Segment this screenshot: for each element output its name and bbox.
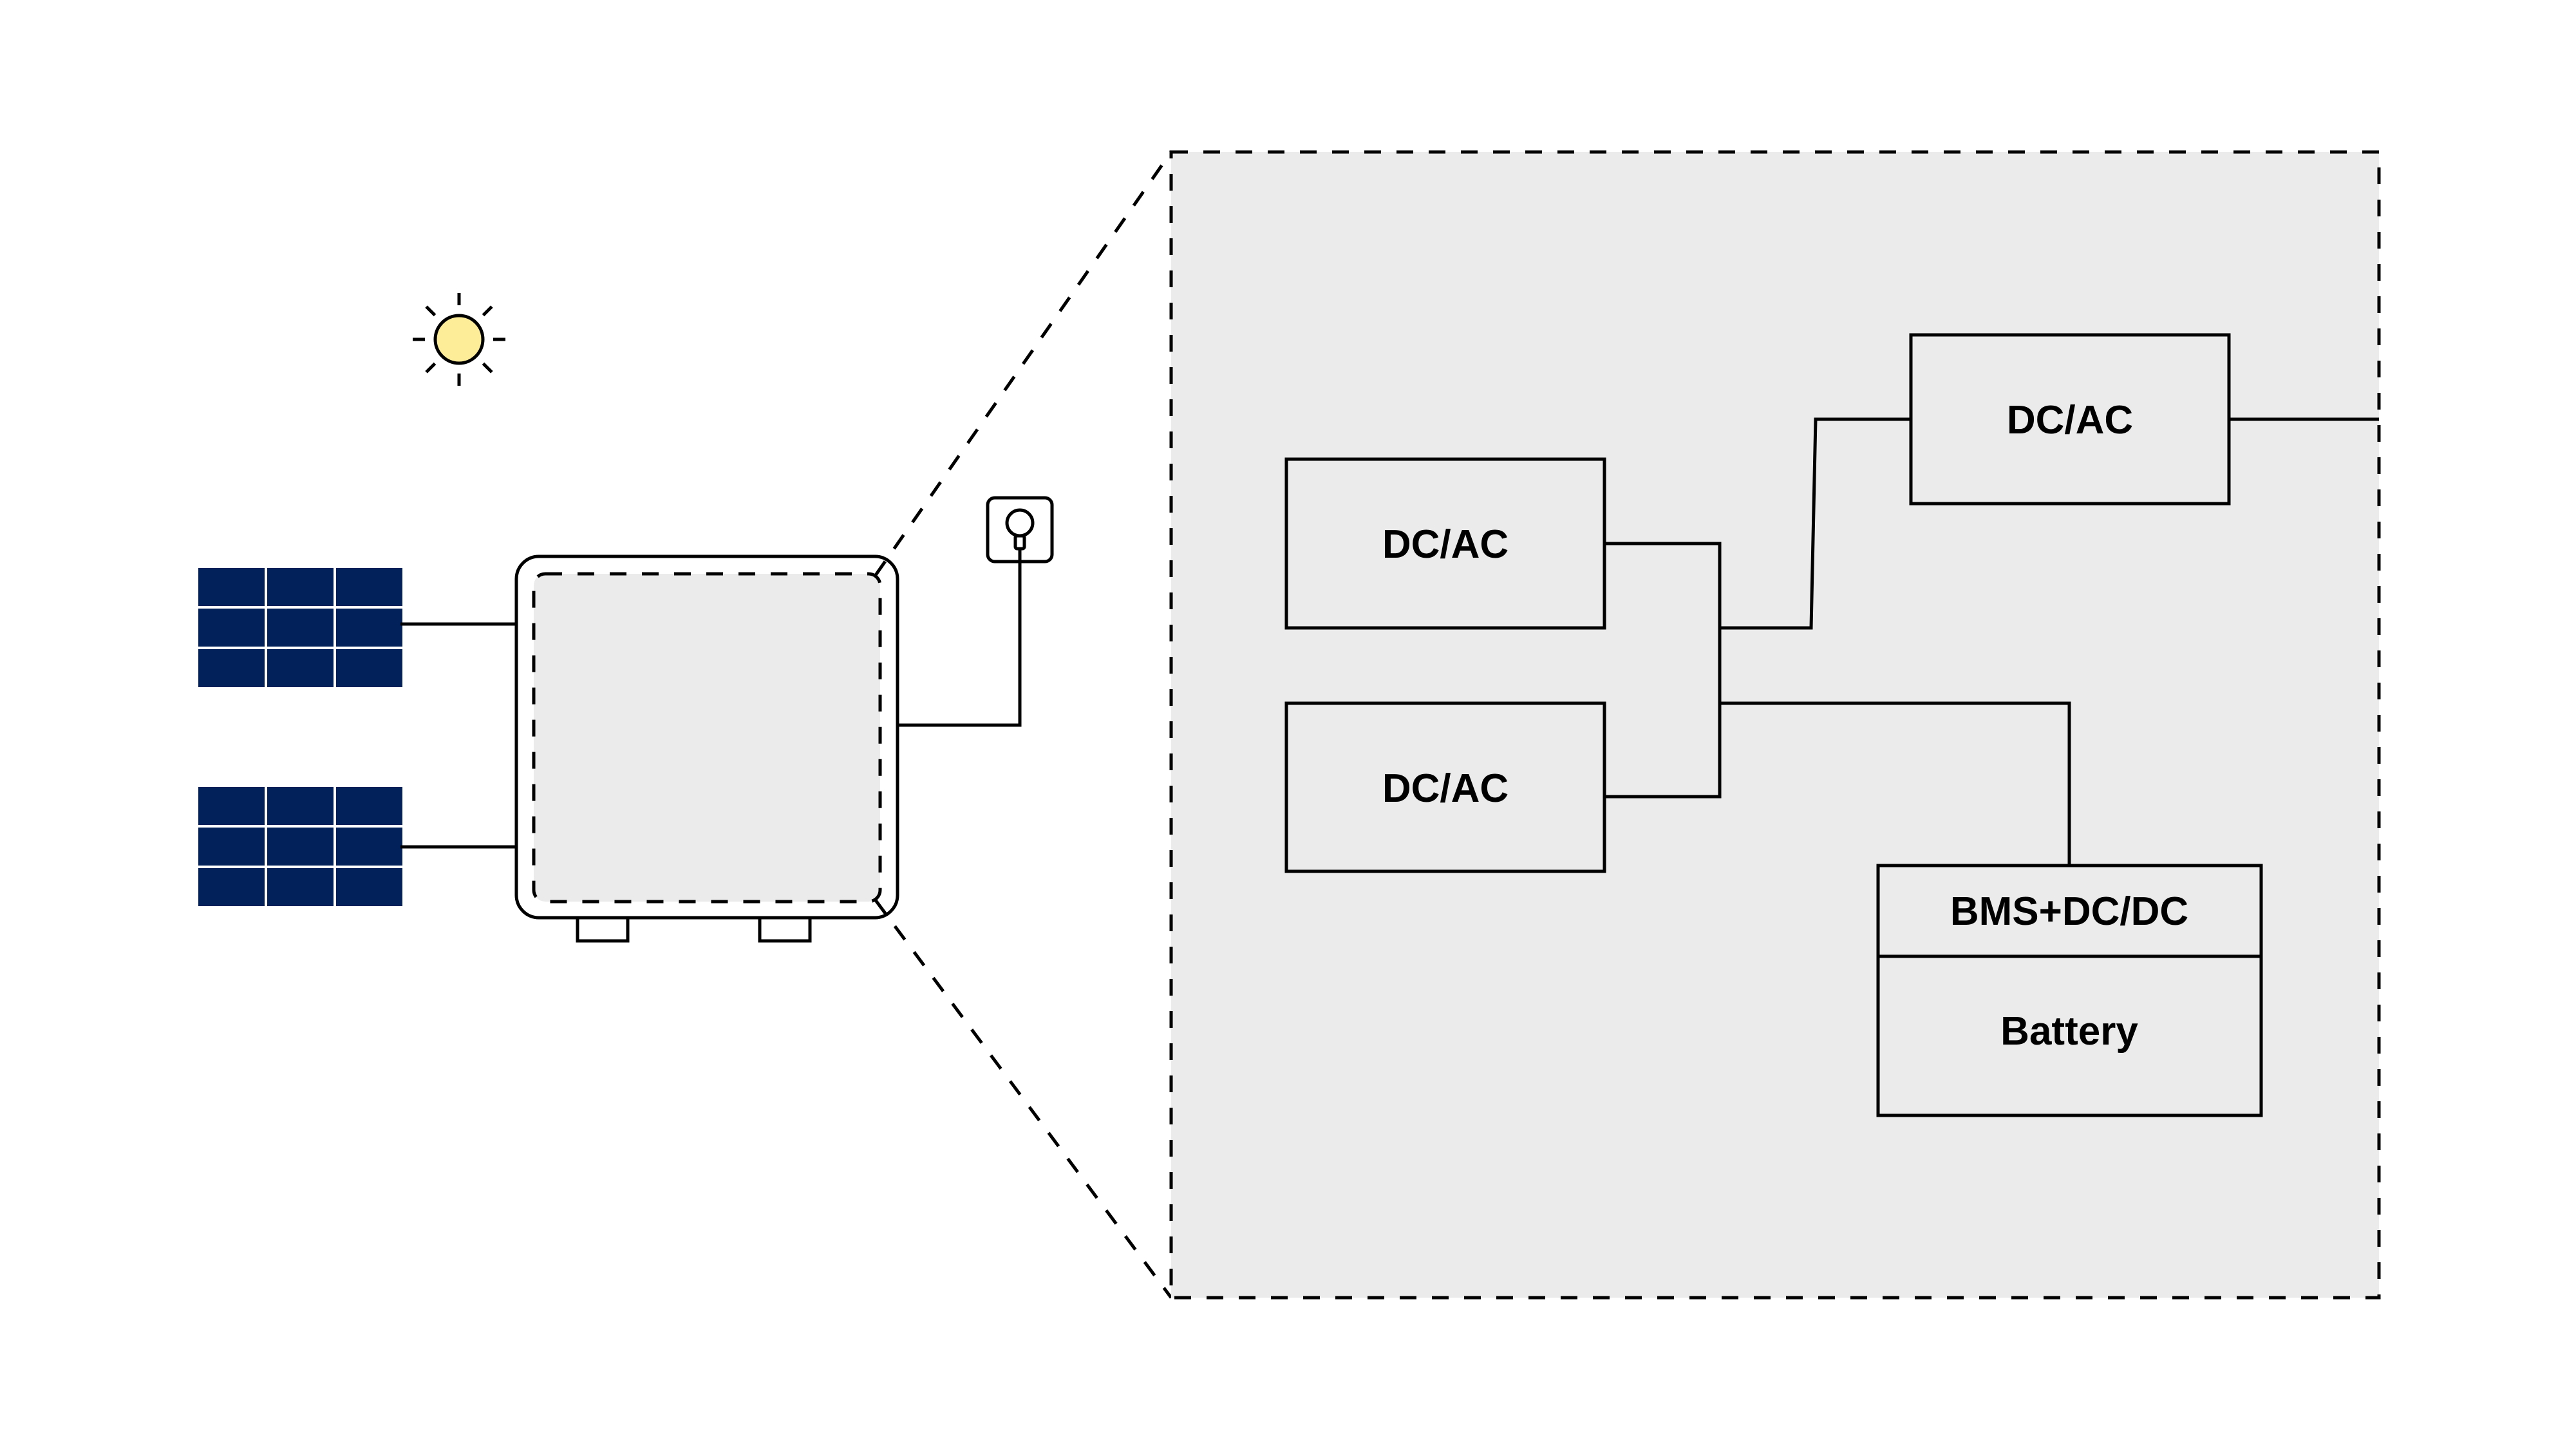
solar-cell — [267, 609, 334, 647]
solar-panel-icon — [198, 568, 402, 687]
solar-cell — [198, 828, 265, 866]
sun-ray — [425, 362, 437, 374]
grid-inverter-box — [1909, 333, 2231, 506]
bus-to-grid-inverter-wire — [1720, 417, 1911, 630]
solar-cell — [267, 868, 334, 906]
sun-core — [433, 314, 485, 365]
battery-label: Battery — [2000, 1009, 2138, 1054]
sun-ray — [482, 305, 493, 317]
bus-to-bms-wire — [1720, 701, 2071, 866]
solar-cell — [267, 828, 334, 866]
solar-cell — [267, 787, 334, 825]
socket-wire — [898, 549, 1022, 727]
pv-inverter-1-label: DC/AC — [1382, 522, 1509, 567]
socket-frame — [986, 496, 1054, 564]
zoom-line-top — [874, 151, 1173, 576]
pv-inverter-1-box — [1284, 457, 1606, 630]
sun-ray — [425, 305, 437, 317]
solar-cell — [198, 787, 265, 825]
device-inner-zoom-region — [532, 572, 882, 904]
solar-cell — [336, 568, 402, 606]
battery-box — [1876, 864, 2263, 1117]
sun-rays — [413, 293, 505, 386]
pv-inverter-2-box — [1284, 701, 1606, 873]
solar-cell — [267, 649, 334, 687]
device-outer-casing — [514, 554, 899, 920]
solar-cell — [336, 649, 402, 687]
solar-cell — [336, 787, 402, 825]
pv-inverter-1-block[interactable]: DC/AC — [1284, 457, 1606, 630]
socket-plug-neck — [1013, 534, 1026, 551]
solar-cell — [336, 828, 402, 866]
pv-inverter-2-label: DC/AC — [1382, 766, 1509, 811]
internal-wiring — [1604, 417, 2379, 866]
solar-panel-icon — [198, 787, 402, 906]
battery-block[interactable]: BMS+DC/DC Battery — [1876, 864, 2263, 1117]
sun-icon — [413, 293, 505, 386]
sun-ray — [482, 362, 493, 374]
inverter-device-icon[interactable] — [514, 554, 899, 943]
solar-cell — [198, 649, 265, 687]
solar-cell — [198, 568, 265, 606]
solar-cell — [267, 568, 334, 606]
solar-cell — [198, 609, 265, 647]
grid-inverter-label: DC/AC — [2007, 398, 2133, 442]
grid-inverter-block[interactable]: DC/AC — [1909, 333, 2231, 506]
solar-cell — [336, 868, 402, 906]
solar-cell — [336, 609, 402, 647]
bms-label: BMS+DC/DC — [1950, 889, 2188, 934]
power-socket-icon — [986, 496, 1054, 564]
pv-inverter-2-block[interactable]: DC/AC — [1284, 701, 1606, 873]
solar-cell — [198, 868, 265, 906]
dc-bus-wire — [1604, 542, 1722, 799]
